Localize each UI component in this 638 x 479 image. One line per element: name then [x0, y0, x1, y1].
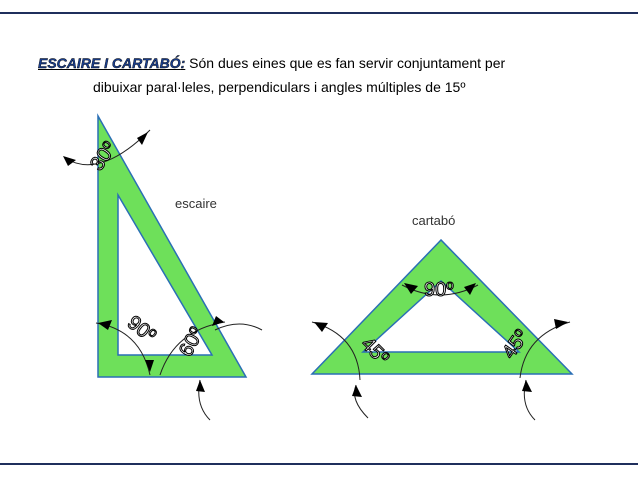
- top-rule: [0, 12, 638, 14]
- heading-block: ESCAIRE I CARTABÓ: Són dues eines que es…: [38, 51, 608, 99]
- escaire-shape: [97, 113, 248, 378]
- heading-term: ESCAIRE I CARTABÓ: [38, 55, 181, 71]
- cartabo-angle-top: 90º: [424, 279, 454, 301]
- bottom-rule: [0, 463, 638, 465]
- heading-colon: :: [180, 55, 186, 71]
- heading-text-1: Són dues eines que es fan servir conjunt…: [185, 55, 506, 71]
- cartabo-arrowheads: [314, 283, 568, 397]
- heading-line1: ESCAIRE I CARTABÓ: Són dues eines que es…: [38, 51, 608, 75]
- escaire-label: escaire: [175, 196, 217, 211]
- escaire-arrowheads: [63, 132, 224, 392]
- cartabo-label: cartabó: [412, 213, 455, 228]
- escaire-angle-right: 90º: [123, 312, 160, 348]
- cartabo-shape: [310, 238, 574, 375]
- heading-line2: dibuixar paral·leles, perpendiculars i a…: [93, 79, 466, 95]
